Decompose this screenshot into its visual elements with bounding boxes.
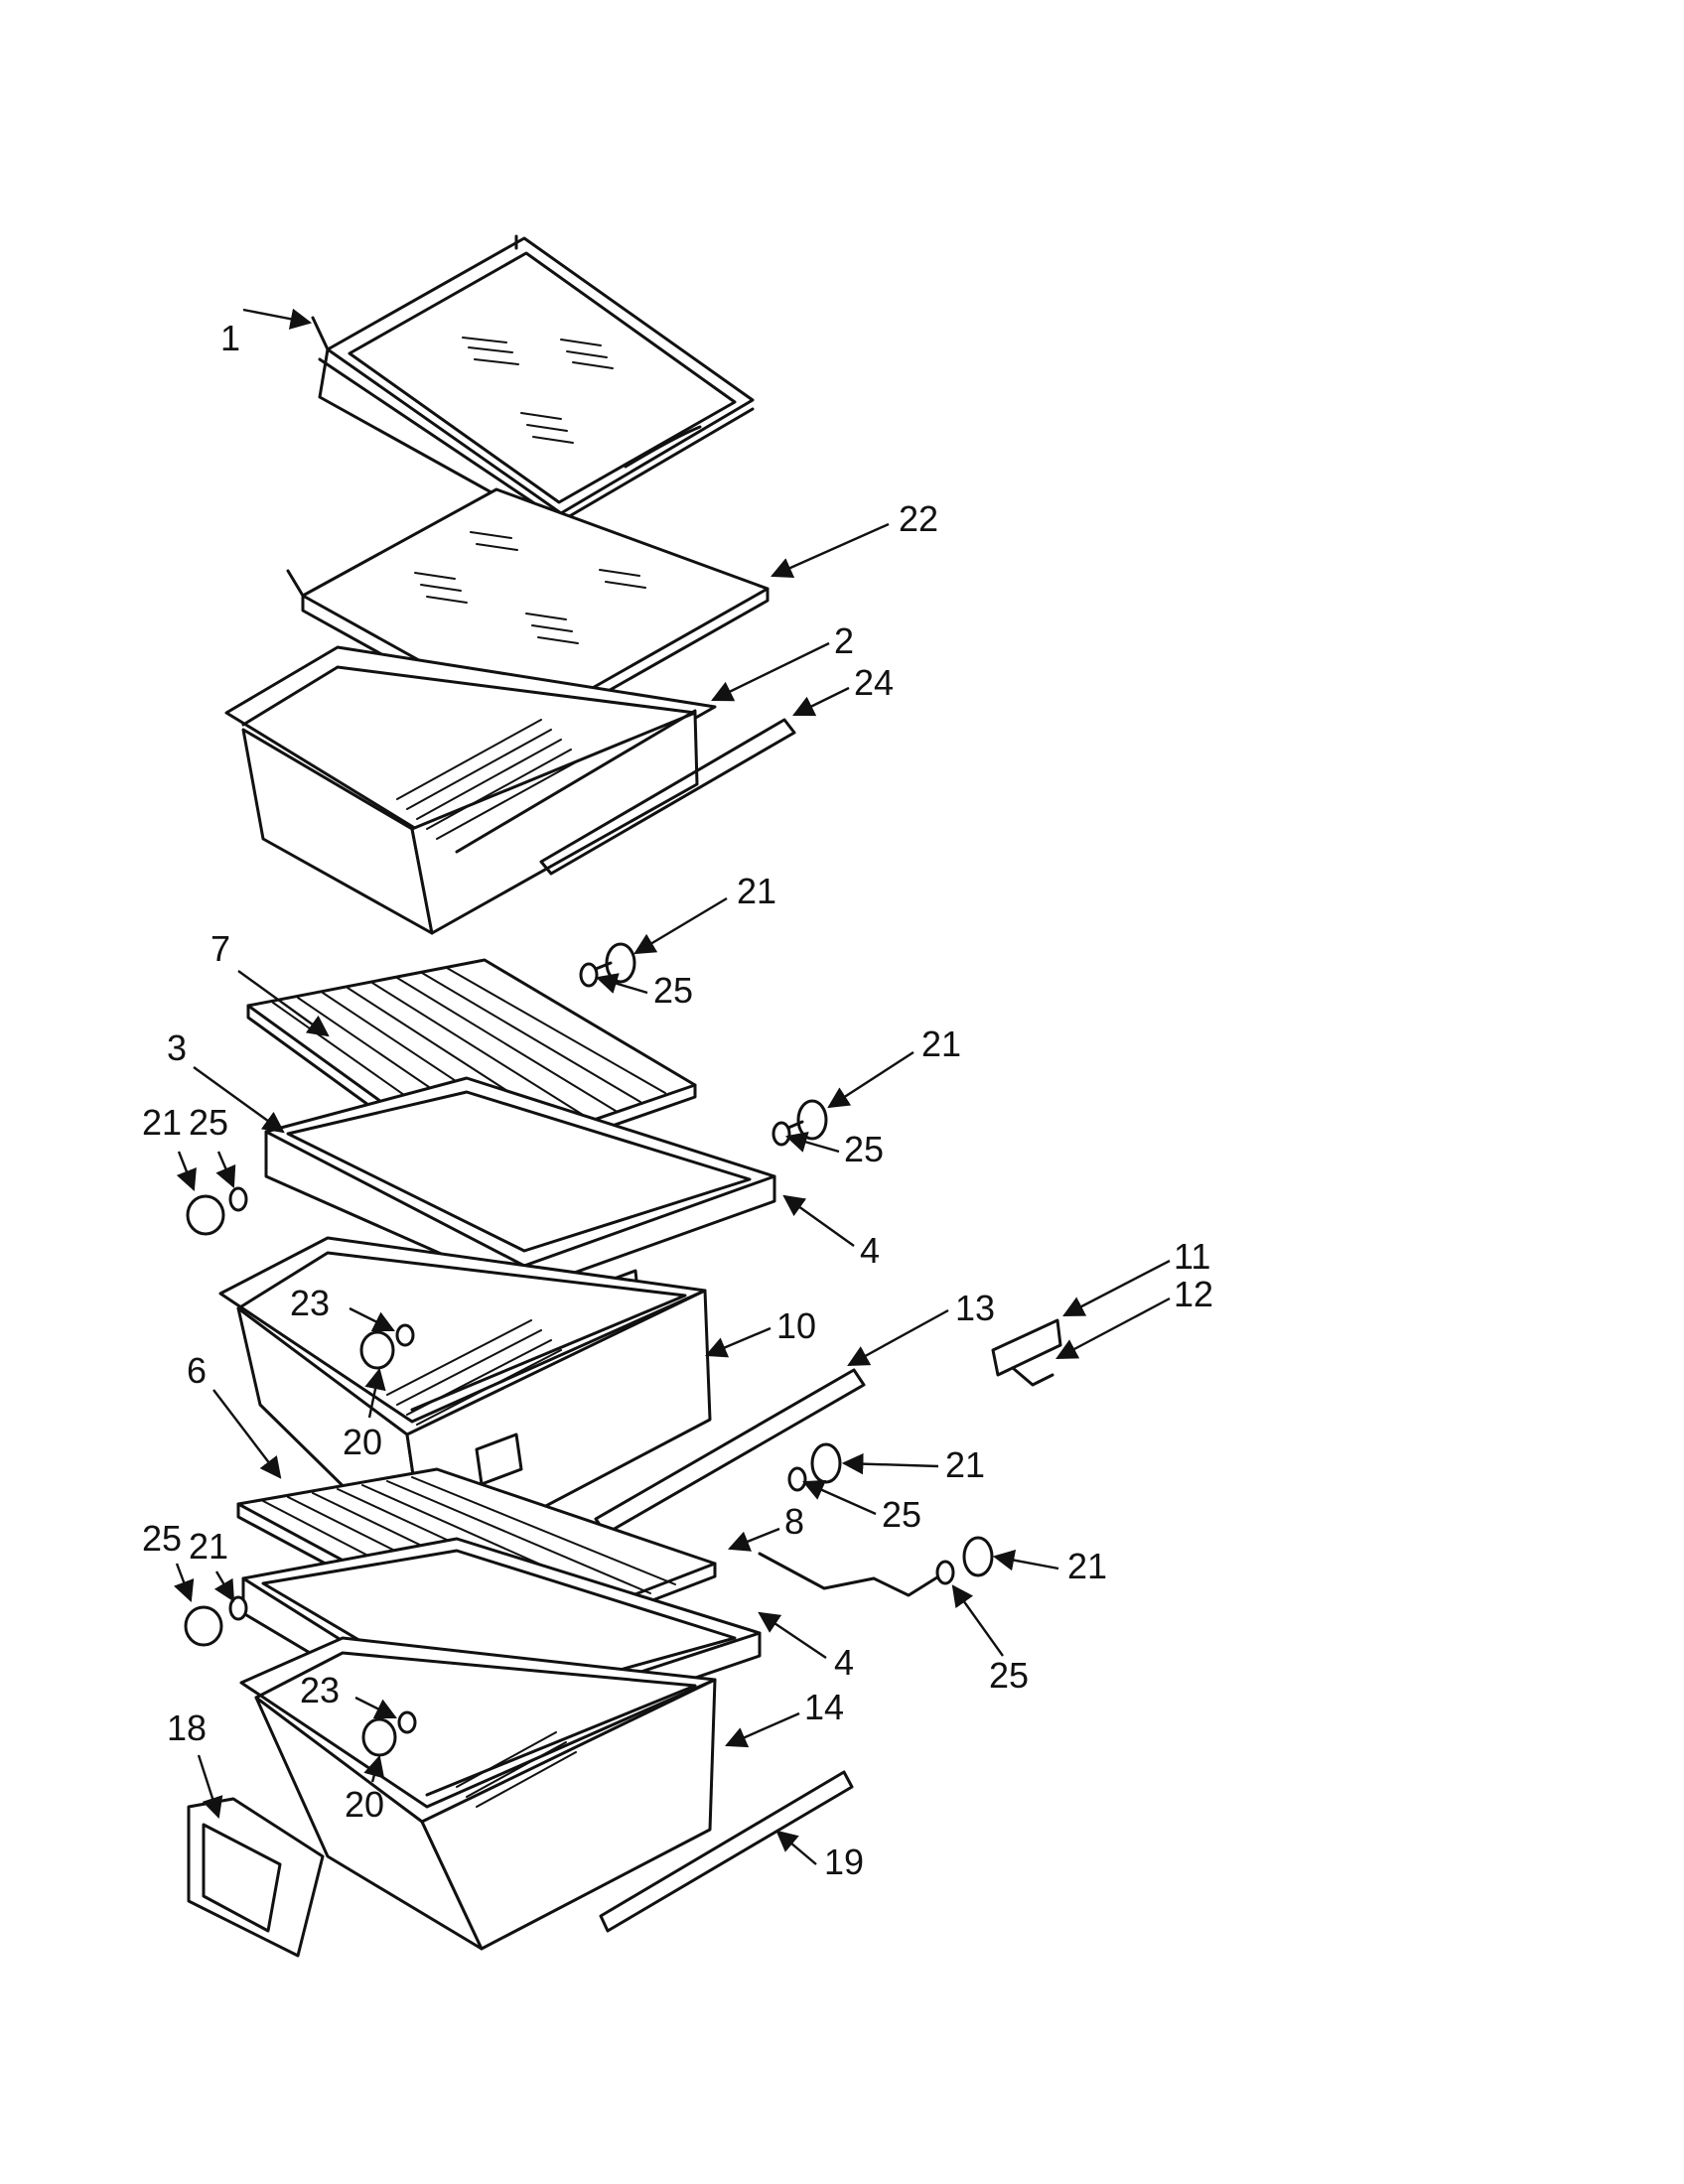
callout-label-24: 24 (854, 662, 894, 703)
callout-label-20-a: 20 (343, 1422, 382, 1462)
callout-25-a: 25 (595, 970, 693, 1011)
upper-crisper-drawer (224, 645, 796, 935)
callout-label-7: 7 (210, 928, 230, 969)
callout-25-b: 25 (784, 1129, 884, 1169)
callout-21-a: 21 (633, 871, 776, 955)
callout-label-3: 3 (167, 1027, 187, 1068)
bracket-part (991, 1318, 1062, 1387)
callout-label-4-a: 4 (860, 1230, 880, 1271)
callout-20-b: 20 (345, 1754, 385, 1825)
callout-1: 1 (220, 308, 313, 358)
callout-25-f: 25 (951, 1584, 1029, 1696)
callout-label-10: 10 (776, 1305, 816, 1346)
callout-22: 22 (771, 498, 938, 578)
callout-4-b: 4 (758, 1611, 854, 1683)
callout-7: 7 (210, 928, 330, 1037)
callout-label-4-b: 4 (834, 1642, 854, 1683)
callout-label-12: 12 (1174, 1274, 1213, 1314)
side-label-panel (187, 1797, 325, 1958)
callout-21-b: 21 (827, 1024, 961, 1109)
callout-label-11: 11 (1174, 1236, 1210, 1277)
roller-assembly-d (787, 1442, 842, 1492)
callout-label-8: 8 (784, 1501, 804, 1542)
callout-label-21-e: 21 (1067, 1546, 1107, 1586)
callout-8: 8 (727, 1501, 804, 1552)
callout-25-c: 25 (189, 1102, 236, 1188)
connecting-wire (758, 1552, 950, 1597)
callout-20-a: 20 (343, 1367, 386, 1462)
roller-assembly-c (186, 1186, 248, 1236)
callout-25-e: 21 (189, 1526, 235, 1602)
callout-25-d: 25 (802, 1480, 921, 1535)
callout-label-21-f: 25 (142, 1518, 182, 1559)
top-shelf-frame (311, 234, 755, 533)
callout-12: 12 (1055, 1274, 1213, 1360)
roller-assembly-f (184, 1595, 248, 1647)
callout-label-25-a: 25 (653, 970, 693, 1011)
roller-assembly-a (579, 942, 636, 988)
callout-label-23-a: 23 (290, 1283, 330, 1323)
callout-21-f: 25 (142, 1518, 195, 1603)
glass-shelf-panel (286, 487, 770, 737)
callout-label-21-b: 21 (921, 1024, 961, 1064)
callout-3: 3 (167, 1027, 285, 1134)
roller-assembly-e (935, 1536, 994, 1585)
callout-label-25-f: 25 (989, 1655, 1029, 1696)
callout-11: 11 (1062, 1236, 1210, 1317)
callout-14: 14 (725, 1687, 844, 1748)
callout-label-18: 18 (167, 1707, 207, 1748)
callout-18: 18 (167, 1707, 223, 1820)
callout-label-21-a: 21 (737, 871, 776, 911)
callout-label-23-b: 23 (300, 1670, 340, 1710)
callout-21-e: 21 (992, 1546, 1107, 1586)
callout-2: 2 (711, 620, 854, 702)
callout-label-21-d: 21 (945, 1444, 985, 1485)
callout-label-2: 2 (834, 620, 854, 661)
callout-label-25-c: 25 (189, 1102, 228, 1143)
callout-23-a: 23 (290, 1283, 395, 1332)
callout-label-19: 19 (824, 1842, 864, 1882)
callout-label-1: 1 (220, 318, 240, 358)
callout-10: 10 (705, 1305, 816, 1358)
callout-label-21-c: 21 (142, 1102, 182, 1143)
callout-4-a: 4 (782, 1194, 880, 1271)
callout-21-c: 21 (142, 1102, 197, 1192)
callout-6: 6 (187, 1350, 282, 1479)
callout-label-14: 14 (804, 1687, 844, 1727)
callout-24: 24 (792, 662, 894, 717)
callout-label-13: 13 (955, 1288, 995, 1328)
callout-label-20-b: 20 (345, 1784, 384, 1825)
callout-label-25-d: 25 (882, 1494, 921, 1535)
callout-label-22: 22 (899, 498, 938, 539)
callout-label-25-e: 21 (189, 1526, 228, 1567)
roller-assembly-g (359, 1323, 415, 1370)
callout-label-6: 6 (187, 1350, 207, 1391)
callout-21-d: 21 (841, 1444, 985, 1485)
callout-19: 19 (775, 1830, 864, 1882)
callout-13: 13 (847, 1288, 995, 1367)
callout-label-25-b: 25 (844, 1129, 884, 1169)
callout-23-b: 23 (300, 1670, 397, 1719)
roller-assembly-b (772, 1099, 828, 1147)
